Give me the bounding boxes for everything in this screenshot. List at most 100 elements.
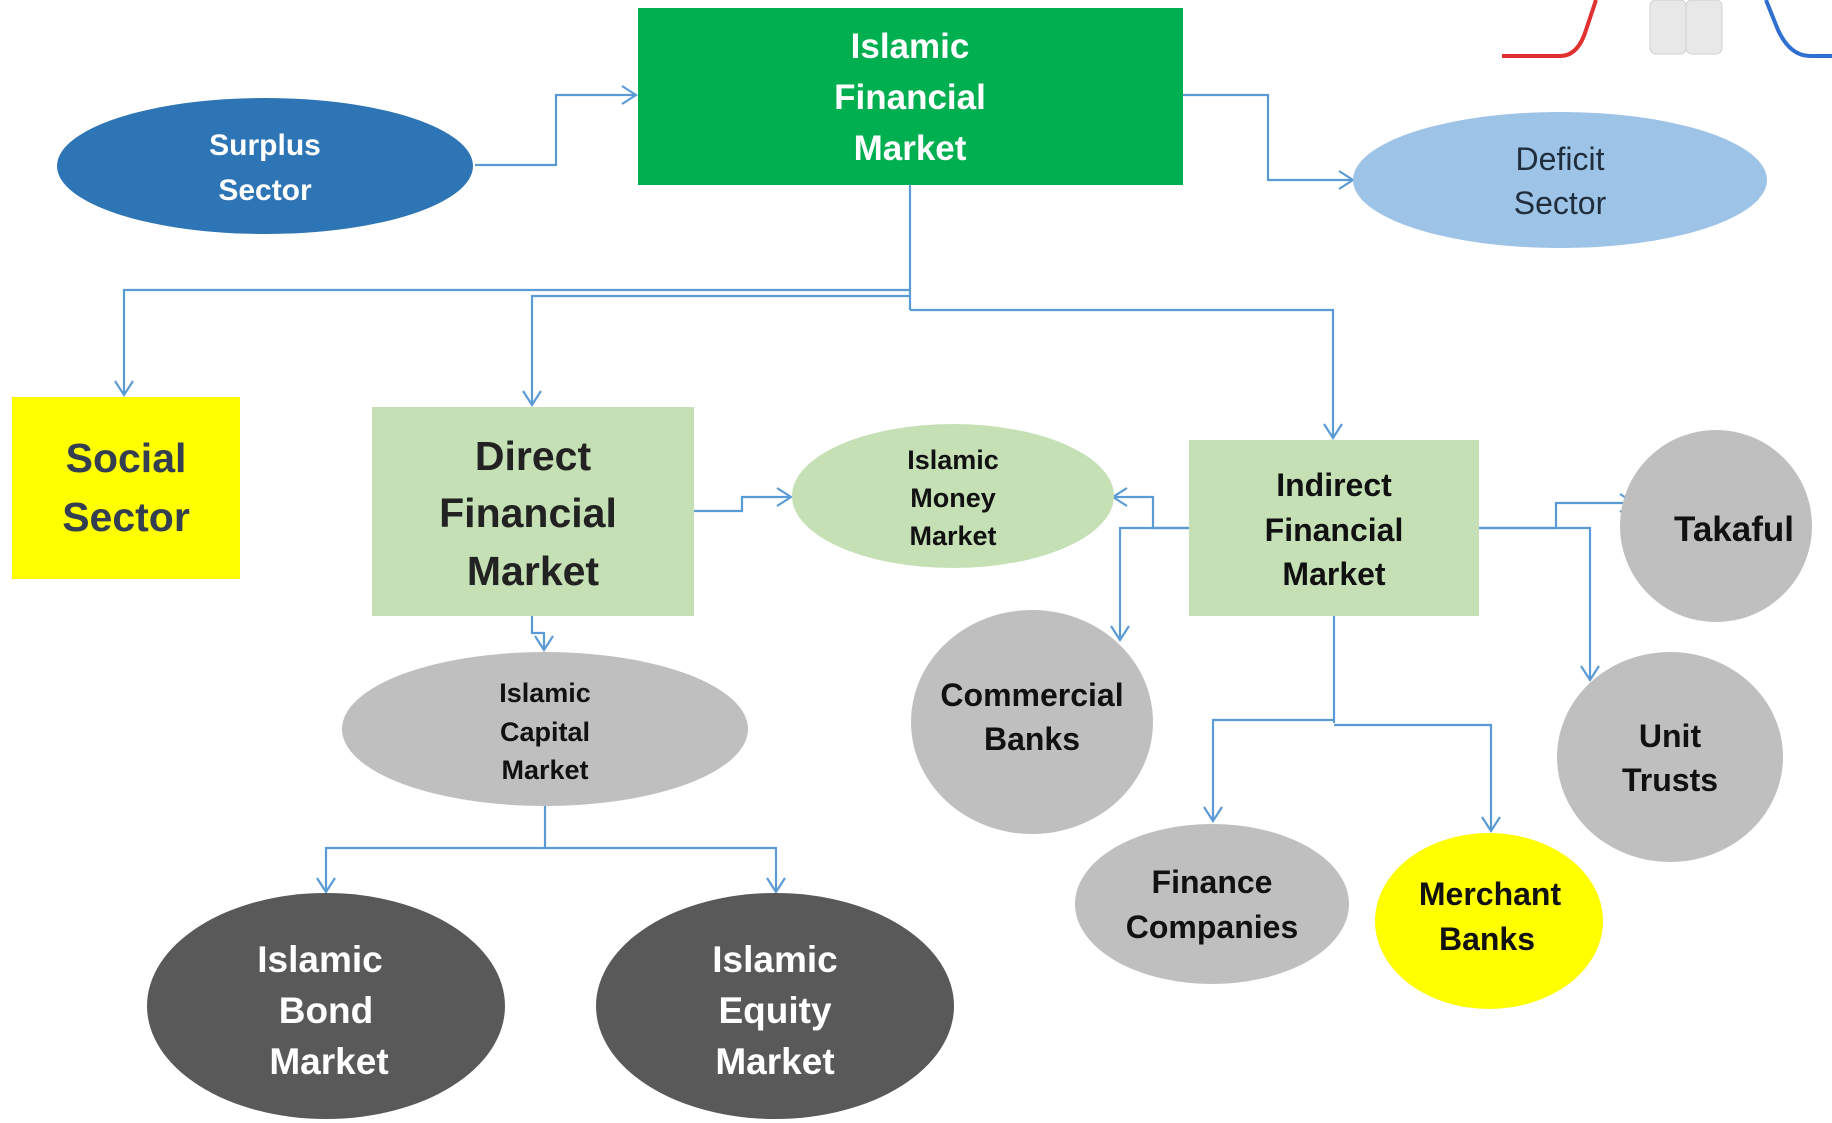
islamic-bond-market-label-2: Bond — [279, 990, 374, 1031]
islamic-financial-market-box — [638, 8, 1183, 185]
connector-capital-to-equity — [545, 846, 778, 892]
connector-ifm-to-indirect — [910, 308, 1335, 438]
arrowhead-direct-to-money — [776, 487, 794, 507]
takaful-label: Takaful — [1674, 510, 1794, 549]
node-social-sector: Social Sector — [12, 397, 240, 579]
takaful-ellipse — [1620, 430, 1812, 622]
arrowhead-ifm-to-direct — [522, 390, 542, 408]
deficit-sector-ellipse — [1353, 112, 1767, 248]
social-sector-box — [12, 397, 240, 579]
connector-indirect-to-finance — [1211, 718, 1334, 821]
connector-indirect-to-commercial — [1118, 526, 1189, 640]
unit-trusts-label-1: Unit — [1639, 718, 1702, 754]
arrowhead-indirect-to-commercial — [1110, 625, 1130, 643]
merchant-banks-label-1: Merchant — [1419, 876, 1562, 912]
indirect-financial-market-label-3: Market — [1282, 556, 1386, 592]
connector-ifm-to-deficit — [1183, 93, 1353, 182]
direct-financial-market-label-2: Financial — [439, 490, 617, 536]
arrowhead-ifm-to-indirect — [1323, 423, 1343, 441]
finance-companies-label-1: Finance — [1152, 864, 1273, 900]
islamic-capital-market-ellipse — [342, 652, 748, 806]
connector-indirect-to-unit-trusts — [1479, 526, 1592, 680]
surplus-sector-label-1: Surplus — [209, 129, 321, 162]
indirect-financial-market-label-1: Indirect — [1276, 467, 1392, 503]
node-islamic-bond-market: Islamic Bond Market — [147, 893, 505, 1119]
red-line — [1502, 0, 1598, 58]
finance-companies-label-2: Companies — [1126, 909, 1298, 945]
node-islamic-money-market: Islamic Money Market — [792, 424, 1114, 568]
islamic-capital-market-label-2: Capital — [500, 717, 590, 747]
node-unit-trusts: Unit Trusts — [1557, 652, 1783, 862]
node-takaful: Takaful — [1620, 430, 1812, 622]
connector-indirect-to-money — [1113, 495, 1189, 530]
node-commercial-banks: Commercial Banks — [911, 610, 1153, 834]
merchant-banks-ellipse — [1375, 833, 1603, 1009]
connector-ifm-to-social — [122, 288, 910, 395]
islamic-financial-market-label-3: Market — [854, 129, 967, 168]
node-indirect-financial-market: Indirect Financial Market — [1189, 440, 1479, 616]
arrowhead-ifm-to-social — [114, 380, 134, 398]
arrowhead-capital-to-equity — [766, 877, 786, 895]
commercial-banks-ellipse — [911, 610, 1153, 834]
islamic-money-market-label-2: Money — [910, 483, 996, 513]
connector-direct-to-money — [694, 495, 791, 513]
blue-line — [1764, 0, 1832, 58]
commercial-banks-label-2: Banks — [984, 721, 1080, 757]
connectors — [114, 85, 1637, 895]
connector-indirect-to-takaful — [1479, 501, 1634, 530]
connector-surplus-to-ifm — [475, 93, 636, 167]
connector-direct-to-capital — [530, 616, 546, 650]
corner-illustration — [1502, 0, 1832, 58]
islamic-financial-market-label-2: Financial — [834, 78, 986, 117]
islamic-capital-market-label-1: Islamic — [499, 678, 591, 708]
indirect-financial-market-label-2: Financial — [1265, 512, 1404, 548]
islamic-equity-market-label-1: Islamic — [712, 939, 837, 980]
arrowhead-surplus-to-ifm — [621, 85, 639, 105]
node-merchant-banks: Merchant Banks — [1375, 833, 1603, 1009]
surplus-sector-ellipse — [57, 98, 473, 234]
islamic-bond-market-label-1: Islamic — [257, 939, 382, 980]
connector-indirect-to-merchant — [1334, 723, 1493, 831]
indirect-financial-market-box — [1189, 440, 1479, 616]
deficit-sector-label-1: Deficit — [1516, 141, 1605, 177]
unit-trusts-ellipse — [1557, 652, 1783, 862]
arrowhead-indirect-to-unit-trusts — [1580, 665, 1600, 683]
direct-financial-market-label-3: Market — [467, 548, 600, 594]
islamic-bond-market-label-3: Market — [269, 1041, 388, 1082]
person-figure-left — [1649, 0, 1687, 55]
islamic-bond-market-ellipse — [147, 893, 505, 1119]
node-islamic-capital-market: Islamic Capital Market — [342, 652, 748, 806]
person-figure-right — [1685, 0, 1723, 55]
islamic-equity-market-label-3: Market — [715, 1041, 834, 1082]
arrowhead-direct-to-capital — [534, 635, 554, 653]
node-finance-companies: Finance Companies — [1075, 824, 1349, 984]
node-islamic-financial-market: Islamic Financial Market — [638, 8, 1183, 185]
merchant-banks-label-2: Banks — [1439, 921, 1535, 957]
connector-capital-to-bond — [324, 846, 545, 892]
commercial-banks-label-1: Commercial — [940, 677, 1123, 713]
islamic-equity-market-ellipse — [596, 893, 954, 1119]
islamic-capital-market-label-3: Market — [501, 755, 588, 785]
arrowhead-indirect-to-finance — [1203, 806, 1223, 824]
islamic-money-market-ellipse — [792, 424, 1114, 568]
node-direct-financial-market: Direct Financial Market — [372, 407, 694, 616]
deficit-sector-label-2: Sector — [1514, 185, 1607, 221]
finance-companies-ellipse — [1075, 824, 1349, 984]
islamic-money-market-label-1: Islamic — [907, 445, 999, 475]
social-sector-label-1: Social — [66, 435, 187, 481]
node-surplus-sector: Surplus Sector — [57, 98, 473, 234]
social-sector-label-2: Sector — [62, 494, 190, 540]
direct-financial-market-label-1: Direct — [475, 433, 592, 479]
surplus-sector-label-2: Sector — [218, 174, 312, 207]
direct-financial-market-box — [372, 407, 694, 616]
unit-trusts-label-2: Trusts — [1622, 762, 1718, 798]
connector-ifm-to-direct — [530, 294, 910, 405]
islamic-equity-market-label-2: Equity — [718, 990, 831, 1031]
islamic-money-market-label-3: Market — [909, 521, 996, 551]
node-islamic-equity-market: Islamic Equity Market — [596, 893, 954, 1119]
islamic-financial-market-label-1: Islamic — [851, 27, 970, 66]
arrowhead-capital-to-bond — [316, 877, 336, 895]
node-deficit-sector: Deficit Sector — [1353, 112, 1767, 248]
arrowhead-indirect-to-merchant — [1481, 816, 1501, 834]
